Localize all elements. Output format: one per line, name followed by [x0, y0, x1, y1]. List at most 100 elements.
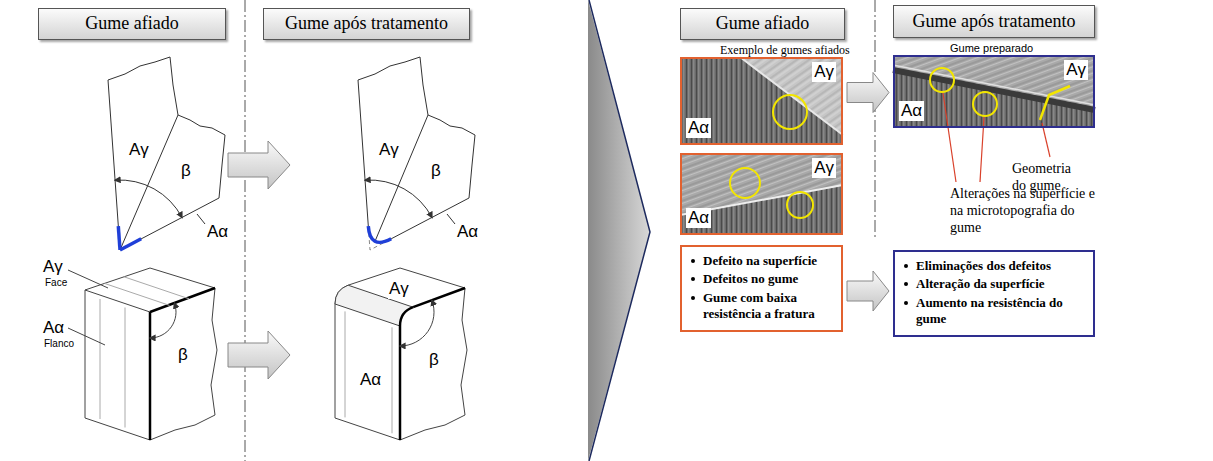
bullet-item: Gume com baixa resistência a fratura [703, 290, 815, 321]
surface-tag: Aγ [812, 158, 836, 178]
sharp-wedge [118, 226, 120, 250]
bullet-item: Alteração da superfície [916, 276, 1045, 291]
micrograph-caption: Exemplo de gumes afiados [720, 43, 850, 57]
surface-tag: Aα [686, 208, 711, 228]
treated-wedge [368, 226, 391, 250]
face-name: Face [45, 277, 67, 289]
treated-wedge [365, 180, 432, 217]
edge-geometry-mark [1040, 86, 1070, 120]
face-name: Flanco [44, 338, 74, 350]
bullet-item: Eliminações dos defeitos [916, 258, 1051, 273]
micrograph-image [680, 57, 843, 145]
surface-tag: Aα [899, 101, 924, 121]
sharp-block [149, 312, 152, 440]
angle-symbol: β [180, 161, 192, 181]
separator-line [245, 0, 246, 461]
highlight-circle [930, 68, 954, 92]
micrograph-image [680, 57, 843, 145]
micrograph-frame: Gume preparadoAγAα [893, 55, 1095, 128]
block-arrow [847, 271, 889, 311]
bullet-dot [691, 277, 695, 281]
bullet-dot [691, 296, 695, 300]
annotation-note: Alterações na superfície e na microtopog… [950, 185, 1108, 236]
edge-geometry-mark [1040, 86, 1070, 120]
big-chevron [588, 0, 650, 461]
hollow-arrow [228, 141, 290, 189]
sharp-wedge [120, 115, 178, 250]
bullet-row: Gume com baixa resistência a fratura [690, 290, 835, 323]
angle-symbol: β [428, 350, 440, 370]
header-box: Gume afiado [680, 8, 845, 40]
surface-tag: Aγ [812, 62, 836, 82]
header-title: Gume após tratamento [913, 12, 1076, 32]
treated-block [335, 268, 467, 440]
leader-line [1042, 123, 1050, 157]
bullet-row: Aumento na resistência do gume [903, 295, 1087, 328]
micrograph-frame: Exemplo de gumes afiadosAγAα [680, 57, 843, 145]
bullet-row: Alteração da superfície [903, 276, 1087, 292]
face-symbol: Aα [42, 318, 65, 338]
highlight-circle [973, 92, 997, 116]
bullet-row: Eliminações dos defeitos [903, 258, 1087, 274]
bullet-dot [904, 282, 908, 286]
bullet-box: Eliminações dos defeitosAlteração da sup… [893, 250, 1095, 337]
highlight-circle [787, 192, 813, 218]
treated-block [400, 307, 413, 326]
header-title: Gume afiado [85, 14, 178, 34]
sharp-block [125, 308, 126, 428]
bullet-item: Defeito na superfície [703, 253, 817, 268]
angle-symbol: β [177, 345, 189, 365]
big-chevron [588, 0, 650, 461]
bullet-box: Defeito na superfícieDefeitos no gumeGum… [680, 245, 843, 332]
bullet-item: Defeitos no gume [703, 271, 798, 286]
highlight-circle [773, 95, 807, 129]
treated-block [413, 288, 465, 307]
sharp-block [68, 270, 108, 288]
sharp-block [100, 277, 189, 428]
bullet-dot [904, 301, 908, 305]
sharp-wedge [120, 239, 141, 250]
treated-block [345, 311, 346, 417]
block-arrow [847, 73, 889, 113]
header-box: Gume afiado [38, 8, 226, 40]
treated-block [392, 327, 393, 433]
treated-wedge [447, 214, 455, 224]
highlight-circle [730, 168, 760, 198]
sharp-block [85, 290, 150, 312]
bullet-dot [691, 259, 695, 263]
face-symbol: Aγ [42, 257, 64, 277]
sharp-block [150, 288, 215, 312]
face-symbol: Aα [359, 370, 382, 390]
bullet-row: Defeito na superfície [690, 253, 835, 269]
treated-block [345, 311, 392, 433]
sharp-wedge [115, 180, 182, 217]
sharp-block [124, 277, 189, 299]
sharp-block [150, 303, 176, 338]
treated-block [400, 300, 434, 346]
surface-tag: Aγ [1064, 60, 1088, 80]
treated-wedge [358, 57, 475, 242]
treated-block [335, 268, 467, 440]
hollow-arrow [228, 141, 290, 379]
face-symbol: Aα [456, 222, 479, 242]
angle-symbol: β [430, 161, 442, 181]
treated-block [399, 326, 402, 440]
face-symbol: Aα [206, 222, 229, 242]
face-symbol: Aγ [128, 140, 150, 160]
header-box: Gume após tratamento [893, 5, 1095, 38]
header-box: Gume após tratamento [263, 8, 470, 40]
micrograph-image [740, 57, 843, 135]
surface-tag: Aα [686, 118, 711, 138]
micrograph-image [893, 55, 1095, 128]
face-symbol: Aγ [388, 279, 410, 299]
micrograph-image [680, 153, 843, 235]
separator-line [875, 0, 876, 240]
micrograph-image [740, 57, 843, 135]
sharp-block [105, 283, 170, 305]
big-chevron [589, 0, 650, 461]
header-title: Gume afiado [716, 14, 809, 34]
treated-wedge [375, 115, 428, 241]
micrograph-image [680, 185, 843, 235]
sharp-block [85, 268, 217, 440]
